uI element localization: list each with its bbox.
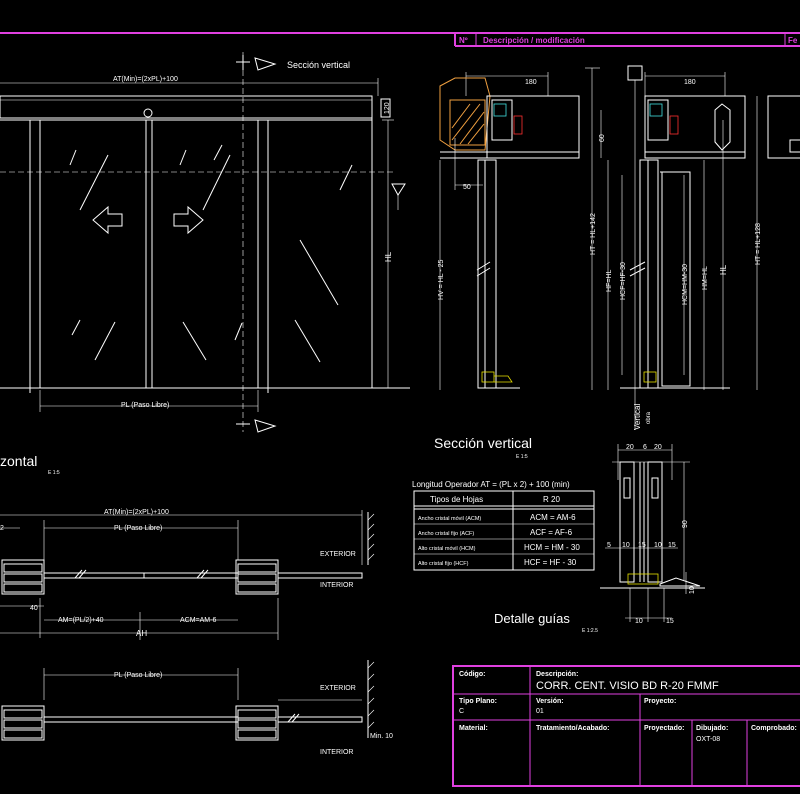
tipo-plano-label: Tipo Plano:	[459, 698, 497, 705]
dim-180-left: 180	[525, 79, 537, 86]
hl-dimension-right: HL	[719, 264, 728, 275]
hm-dimension: HM=HL	[702, 266, 709, 290]
section-scale: E 1:5	[516, 454, 528, 460]
section-title: Sección vertical	[434, 435, 532, 451]
horizontal-section: zontal E 1:5 AT(Min)=(2xPL)+100 PL (Paso…	[0, 453, 393, 756]
hl-dimension: HL	[384, 251, 393, 262]
pl-dimension: PL (Paso Libre)	[121, 402, 169, 409]
guide-dim-mid: 15	[668, 542, 676, 549]
table-heading: Longitud Operador AT = (PL x 2) + 100 (m…	[412, 480, 570, 489]
dim-180-right: 180	[684, 79, 696, 86]
exterior-label: EXTERIOR	[320, 551, 356, 558]
table-row-value: ACF = AF-6	[530, 528, 573, 537]
hcf-dimension: HCF=HF-30	[620, 262, 627, 300]
header-nr: Nº	[459, 36, 468, 45]
obra-label: obra	[646, 411, 652, 424]
header-description: Descripción / modificación	[483, 36, 585, 45]
descripcion-label: Descripción:	[536, 671, 578, 678]
guide-dim-top: 20	[654, 444, 662, 451]
descripcion-value: CORR. CENT. VISIO BD R-20 FMMF	[536, 680, 719, 692]
at-dimension: AT(Min)=(2xPL)+100	[113, 76, 178, 83]
am-dimension: AM=(PL/2)+40	[58, 617, 104, 624]
horizontal-pl: PL (Paso Libre)	[114, 525, 162, 532]
interior-label-2: INTERIOR	[320, 749, 353, 756]
guide-dim-mid: 10	[654, 542, 662, 549]
dim-120: 120	[384, 102, 391, 114]
table-row-label: Alto cristal fijo (HCF)	[418, 561, 469, 567]
dim-2: 2	[0, 525, 4, 532]
ah-dimension: AH	[136, 629, 147, 638]
guide-dim-top: 6	[643, 444, 647, 451]
hf-dimension: HF=HL	[606, 270, 613, 292]
table-row-label: Alto cristal móvil (HCM)	[418, 546, 476, 552]
horizontal-pl-2: PL (Paso Libre)	[114, 672, 162, 679]
material-label: Material:	[459, 725, 488, 732]
table-row-value: HCM = HM - 30	[524, 543, 580, 552]
ht-dimension-right: HT = HL+128	[755, 223, 762, 265]
guide-scale: E 1:2.5	[582, 628, 598, 634]
proyectado-label: Proyectado:	[644, 725, 684, 732]
dibujado-value: OXT-08	[696, 736, 720, 743]
table-col2-header: R 20	[543, 495, 560, 504]
formula-table: Longitud Operador AT = (PL x 2) + 100 (m…	[412, 480, 595, 571]
version-value: 01	[536, 708, 544, 715]
table-col1-header: Tipos de Hojas	[430, 495, 483, 504]
tipo-plano-value: C	[459, 708, 464, 715]
arrow-left-icon	[92, 205, 123, 235]
dim-50: 50	[463, 184, 471, 191]
min-10-label: Min. 10	[370, 733, 393, 740]
table-row-value: HCF = HF - 30	[524, 558, 577, 567]
hcm-dimension: HCM=HM-30	[682, 264, 689, 305]
version-label: Versión:	[536, 698, 564, 705]
arrow-right-icon	[173, 205, 204, 235]
guide-detail: 20 6 20 90 5 10 15 10 15 10 10 15 Detall…	[494, 444, 705, 634]
dim-40: 40	[30, 605, 38, 612]
table-row-label: Ancho cristal fijo (ACF)	[418, 531, 474, 537]
title-block: Código: Descripción: CORR. CENT. VISIO B…	[452, 665, 800, 787]
guide-dim-top: 20	[626, 444, 634, 451]
vertical-obra-label: Vertical	[633, 404, 642, 430]
tratamiento-label: Tratamiento/Acabado:	[536, 725, 610, 732]
front-elevation: Sección vertical AT(Min)=(2xPL)+100 120	[0, 52, 410, 433]
dim-60: 60	[599, 134, 606, 142]
revision-header: Nº Descripción / modificación Fe	[0, 32, 800, 47]
ht-dimension-left: HT = HL+142	[590, 213, 597, 255]
horizontal-title: zontal	[0, 453, 37, 469]
guide-dim-mid: 15	[638, 542, 646, 549]
hv-dimension: HV = HL - 25	[438, 259, 445, 300]
guide-dim-10: 10	[689, 586, 696, 594]
dibujado-label: Dibujado:	[696, 725, 728, 732]
guide-title: Detalle guías	[494, 611, 570, 626]
table-row-value: ACM = AM-6	[530, 513, 576, 522]
guide-dim-90: 90	[682, 520, 689, 528]
guide-dim-mid: 10	[622, 542, 630, 549]
interior-label: INTERIOR	[320, 582, 353, 589]
vertical-section: 180 50 HV = HL - 25 HT = HL+142	[434, 65, 800, 460]
section-marker-label: Sección vertical	[287, 60, 350, 70]
comprobado-label: Comprobado:	[751, 725, 797, 732]
exterior-label-2: EXTERIOR	[320, 685, 356, 692]
guide-dim-mid: 5	[607, 542, 611, 549]
horizontal-scale: E 1:5	[48, 470, 60, 476]
guide-dim-bot: 15	[666, 618, 674, 625]
header-date: Fe	[788, 36, 798, 45]
proyecto-label: Proyecto:	[644, 698, 676, 705]
acm-dimension: ACM=AM-6	[180, 617, 216, 624]
codigo-label: Código:	[459, 671, 485, 678]
table-row-label: Ancho cristal móvil (ACM)	[418, 516, 481, 522]
horizontal-at: AT(Min)=(2xPL)+100	[104, 509, 169, 516]
guide-dim-bot: 10	[635, 618, 643, 625]
